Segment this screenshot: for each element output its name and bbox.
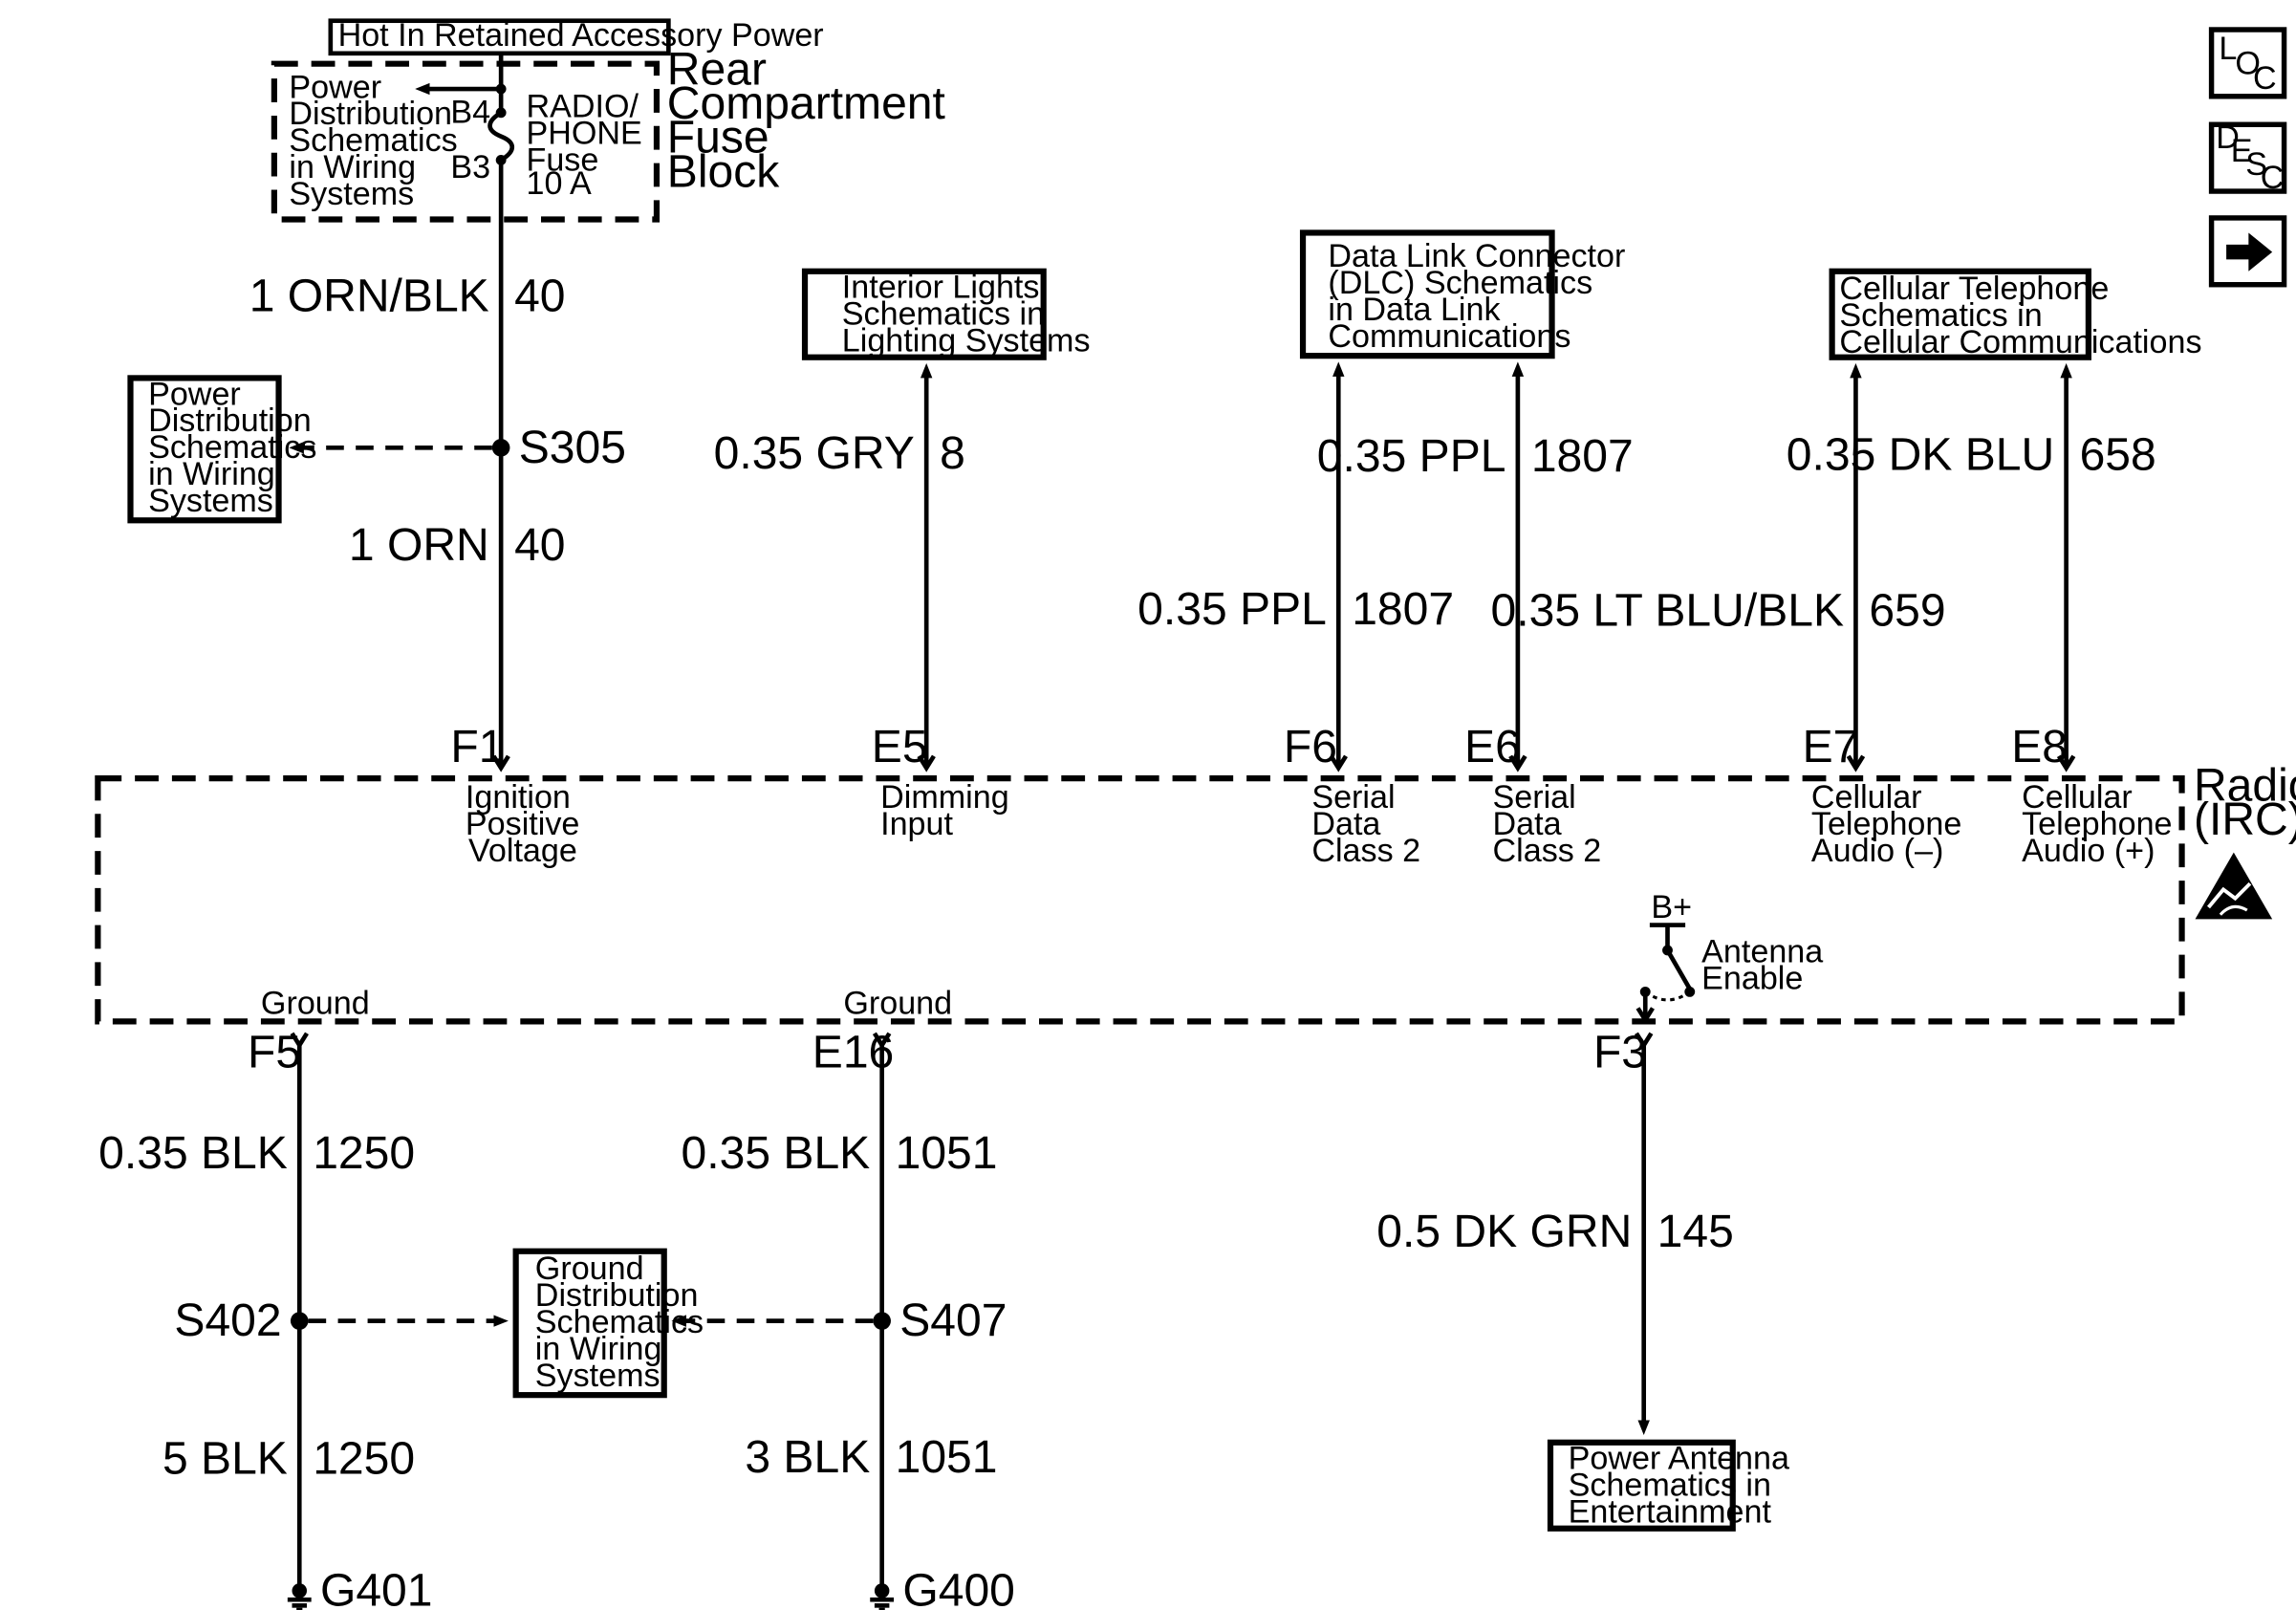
wire-f5-lower-circuit: 1250 [313, 1432, 415, 1484]
splice-s407-dot [873, 1312, 891, 1330]
svg-text:L: L [2219, 31, 2237, 67]
accessory-power-label: Hot In Retained Accessory Power [328, 17, 824, 56]
wire-f5-lower-color: 5 BLK [162, 1432, 288, 1484]
wire-f3-color: 0.5 DK GRN [1376, 1206, 1632, 1257]
wire-e16-upper-color: 0.35 BLK [682, 1127, 871, 1179]
splice-s305-dot [491, 438, 510, 457]
wire-e8-circuit: 658 [2080, 429, 2156, 481]
bplus-label: B+ [1651, 889, 1692, 925]
desc-button[interactable]: D E S C [2208, 120, 2287, 196]
wire-f1-upper-color: 1 ORN/BLK [249, 271, 489, 322]
ground-dist-ref-box[interactable]: Ground Distribution Schematics in Wiring… [512, 1248, 713, 1399]
ground-symbol-icon [870, 1583, 895, 1610]
next-button[interactable] [2208, 215, 2287, 288]
ground-symbol-icon [287, 1583, 312, 1610]
splice-s402-label: S402 [174, 1295, 281, 1346]
splice-s407-label: S407 [899, 1295, 1007, 1346]
pin-f3-id: F3 [1593, 1026, 1647, 1077]
svg-text:O: O [2235, 46, 2261, 82]
wire-e6-color: 0.35 PPL [1317, 430, 1506, 482]
fuse-icon [487, 110, 515, 163]
svg-text:Ground Distribution: Ground Distribution Schematics in Wiring… [535, 1251, 713, 1394]
ground-g400-label: G400 [902, 1564, 1015, 1610]
pin-e7-desc: Cellular Telephone Audio (–) [1811, 779, 1971, 869]
loc-button[interactable]: L O C [2208, 27, 2287, 99]
dlc-ref-box[interactable]: Data Link Connector (DLC) Schematics in … [1299, 229, 1635, 359]
pin-e6-id: E6 [1464, 721, 1521, 772]
svg-text:Data Link Connector (DLC: Data Link Connector (DLC) Schematics in … [1328, 238, 1634, 355]
pin-f6-desc: Serial Data Class 2 [1311, 779, 1420, 869]
svg-text:Cellular Telephone Schem: Cellular Telephone Schematics in Cellula… [1839, 271, 2201, 360]
fuse-pin-b3: B3 [450, 149, 490, 185]
wire-f5-upper-circuit: 1250 [313, 1127, 415, 1179]
wire-f1-upper-circuit: 40 [514, 271, 565, 322]
antenna-enable-switch-icon [1635, 923, 1696, 1025]
connector-marks-top [491, 754, 2076, 772]
feed-junction-dot [495, 83, 507, 95]
radio-phone-fuse-label: RADIO/ PHONE Fuse 10 A [527, 89, 652, 203]
wire-f3-circuit: 145 [1657, 1206, 1734, 1257]
pin-f5-id: F5 [248, 1026, 301, 1077]
fuse-block-outline [271, 60, 661, 223]
ground-g401-label: G401 [320, 1564, 433, 1610]
pin-e8-desc: Cellular Telephone Audio (+) [2022, 779, 2181, 869]
wire-f6-circuit: 1807 [1352, 583, 1454, 635]
svg-text:Power Distribution: Power Distribution Schematics in Wiring … [148, 376, 326, 519]
svg-text:Power Antenna Schematics: Power Antenna Schematics in Entertainmen… [1569, 1441, 1799, 1531]
svg-text:D: D [2216, 120, 2240, 156]
pin-e16-desc: Ground [843, 986, 952, 1022]
wire-e7-color: 0.35 LT BLU/BLK [1491, 584, 1844, 636]
wire-e5-color: 0.35 GRY [714, 427, 915, 479]
fuse-block-name: Rear Compartment Fuse Block [667, 43, 958, 197]
wire-e16-upper-circuit: 1051 [896, 1127, 998, 1179]
svg-text:Hot In Retained Accessory Powe: Hot In Retained Accessory Power [338, 17, 824, 54]
wire-e16-lower-circuit: 1051 [896, 1431, 998, 1483]
svg-text:E: E [2231, 133, 2253, 169]
pin-f5-desc: Ground [261, 986, 370, 1022]
pin-f1-desc: Ignition Positive Voltage [466, 779, 589, 869]
wire-e8-color: 0.35 DK BLU [1787, 429, 2054, 481]
svg-text:C: C [2253, 60, 2277, 97]
connector-marks-bottom [290, 1032, 1654, 1050]
wire-e16-lower-color: 3 BLK [745, 1431, 870, 1483]
interior-lights-ref-box[interactable]: Interior Lights Schematics in Lighting S… [801, 268, 1091, 360]
wire-f5-upper-color: 0.35 BLK [98, 1127, 288, 1179]
power-dist-ref-box-s305[interactable]: Power Distribution Schematics in Wiring … [127, 375, 326, 524]
arrow-right-icon [2226, 232, 2273, 272]
svg-text:C: C [2261, 160, 2285, 196]
wire-f6-color: 0.35 PPL [1137, 583, 1327, 635]
wire-e7-circuit: 659 [1869, 584, 1945, 636]
antenna-enable-label: Antenna Enable [1701, 933, 1832, 996]
fuse-block-ref: Power Distribution Schematics in Wiring … [289, 69, 466, 212]
wire-e5-circuit: 8 [940, 427, 965, 479]
pin-f6-id: F6 [1284, 721, 1337, 772]
wire-e6-circuit: 1807 [1531, 430, 1634, 482]
splice-s402-dot [290, 1312, 309, 1330]
wire-f1-lower-circuit: 40 [514, 519, 565, 571]
pin-e6-desc: Serial Data Class 2 [1493, 779, 1602, 869]
pin-f1-id: F1 [450, 721, 504, 772]
pin-e8-id: E8 [2011, 721, 2068, 772]
fuse-pin-b4: B4 [450, 95, 490, 131]
esd-sensitive-icon [2195, 852, 2273, 920]
radio-component-outline [95, 774, 2185, 1025]
svg-text:Interior Lights Schemati: Interior Lights Schematics in Lighting S… [842, 270, 1091, 359]
cellular-telephone-ref-box[interactable]: Cellular Telephone Schematics in Cellula… [1829, 268, 2202, 360]
wire-f1-lower-color: 1 ORN [349, 519, 489, 571]
svg-text:S: S [2245, 146, 2267, 183]
splice-s305-label: S305 [519, 422, 626, 473]
pin-e5-id: E5 [872, 721, 928, 772]
radio-name: Radio (IRC) [2194, 759, 2296, 845]
pin-e7-id: E7 [1803, 721, 1859, 772]
power-antenna-ref-box[interactable]: Power Antenna Schematics in Entertainmen… [1547, 1439, 1799, 1532]
fuse-terminal-b3 [495, 155, 507, 165]
pin-e5-desc: Dimming Input [880, 779, 1018, 842]
